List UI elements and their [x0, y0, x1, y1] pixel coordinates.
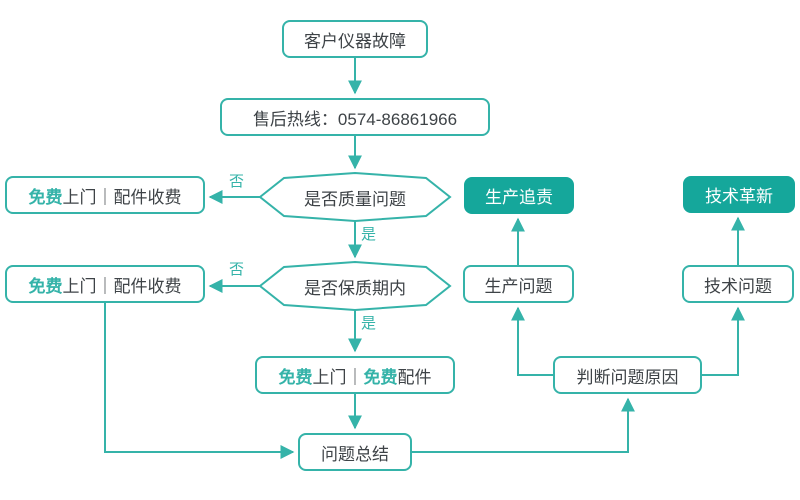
- edge-label-quality-no: 否: [229, 173, 245, 190]
- node-free-visit-paid-parts-2: 免费上门｜配件收费: [5, 265, 205, 303]
- node-problem-summary: 问题总结: [298, 433, 412, 471]
- free-text-accent: 免费: [278, 367, 313, 387]
- edge-paid2-to-summary: [104, 303, 295, 459]
- edge-label-warranty-no: 否: [229, 261, 245, 278]
- decision-quality-label: 是否质量问题: [304, 189, 406, 209]
- free-text-accent: 免费: [28, 187, 63, 207]
- edge-label-warranty-yes: 是: [361, 315, 377, 332]
- node-production-accountability: 生产追责: [464, 177, 574, 214]
- node-technical-innovation: 技术革新: [683, 176, 795, 213]
- node-technical-problem: 技术问题: [682, 265, 794, 303]
- edge-summary-to-judge: [412, 397, 635, 453]
- visit-divider-text: 上门｜: [312, 367, 364, 387]
- node-production-problem: 生产问题: [463, 265, 574, 303]
- free-text-accent: 免费: [28, 276, 63, 296]
- edge-label-quality-yes: 是: [361, 226, 377, 243]
- node-free-visit-paid-parts-1: 免费上门｜配件收费: [5, 176, 205, 214]
- node-customer-instrument-failure: 客户仪器故障: [282, 20, 428, 58]
- decision-warranty-label: 是否保质期内: [304, 278, 406, 298]
- free-text-accent: 免费: [363, 367, 398, 387]
- paid-parts-text: 上门｜配件收费: [62, 187, 182, 207]
- edge-judge-to-technical: [702, 306, 745, 376]
- edge-judge-to-production: [511, 306, 553, 376]
- parts-text: 配件: [397, 367, 432, 387]
- node-judge-problem-cause: 判断问题原因: [553, 356, 702, 394]
- paid-parts-text: 上门｜配件收费: [62, 276, 182, 296]
- decision-quality-shape: [258, 171, 452, 223]
- decision-warranty-shape: [258, 260, 452, 312]
- node-free-visit-free-parts: 免费上门｜免费配件: [255, 356, 455, 394]
- node-after-sales-hotline: 售后热线：0574-86861966: [220, 98, 490, 136]
